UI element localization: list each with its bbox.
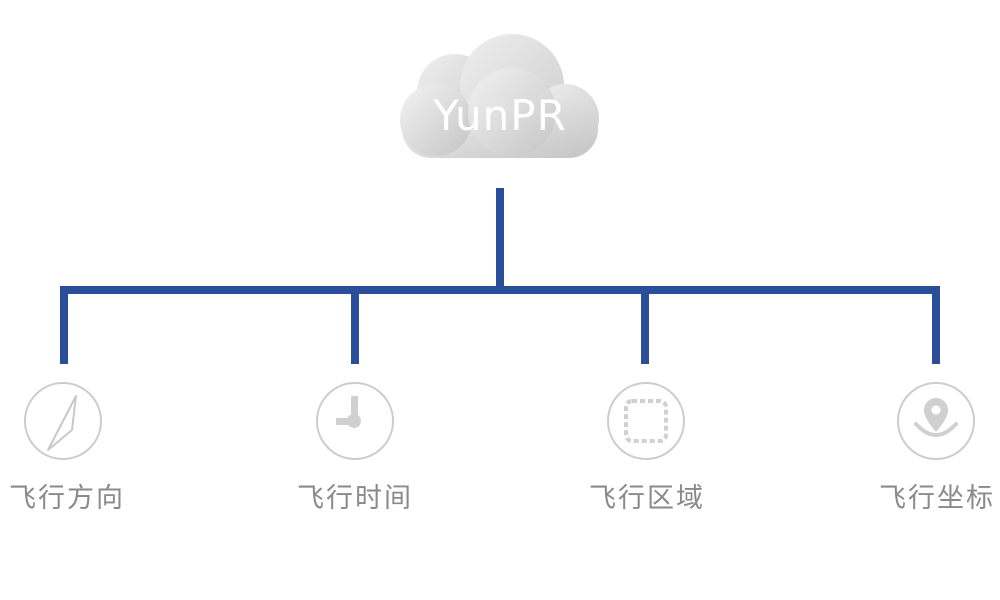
node-area <box>607 382 685 460</box>
connector-lines <box>60 188 940 364</box>
node-label-coordinates: 飞行坐标 <box>879 483 995 514</box>
icon-circle <box>607 382 685 460</box>
compass-icon <box>47 395 77 451</box>
node-label-direction: 飞行方向 <box>9 483 125 514</box>
node-time <box>316 382 394 460</box>
node-direction <box>24 382 102 460</box>
location-pin-icon <box>914 398 958 437</box>
root-label: YunPR <box>432 91 567 140</box>
cloud-icon <box>400 34 599 158</box>
clock-icon <box>336 396 361 428</box>
area-icon <box>624 399 668 443</box>
node-coordinates <box>897 382 975 460</box>
node-label-time: 飞行时间 <box>297 483 413 514</box>
node-label-area: 飞行区域 <box>589 483 705 514</box>
